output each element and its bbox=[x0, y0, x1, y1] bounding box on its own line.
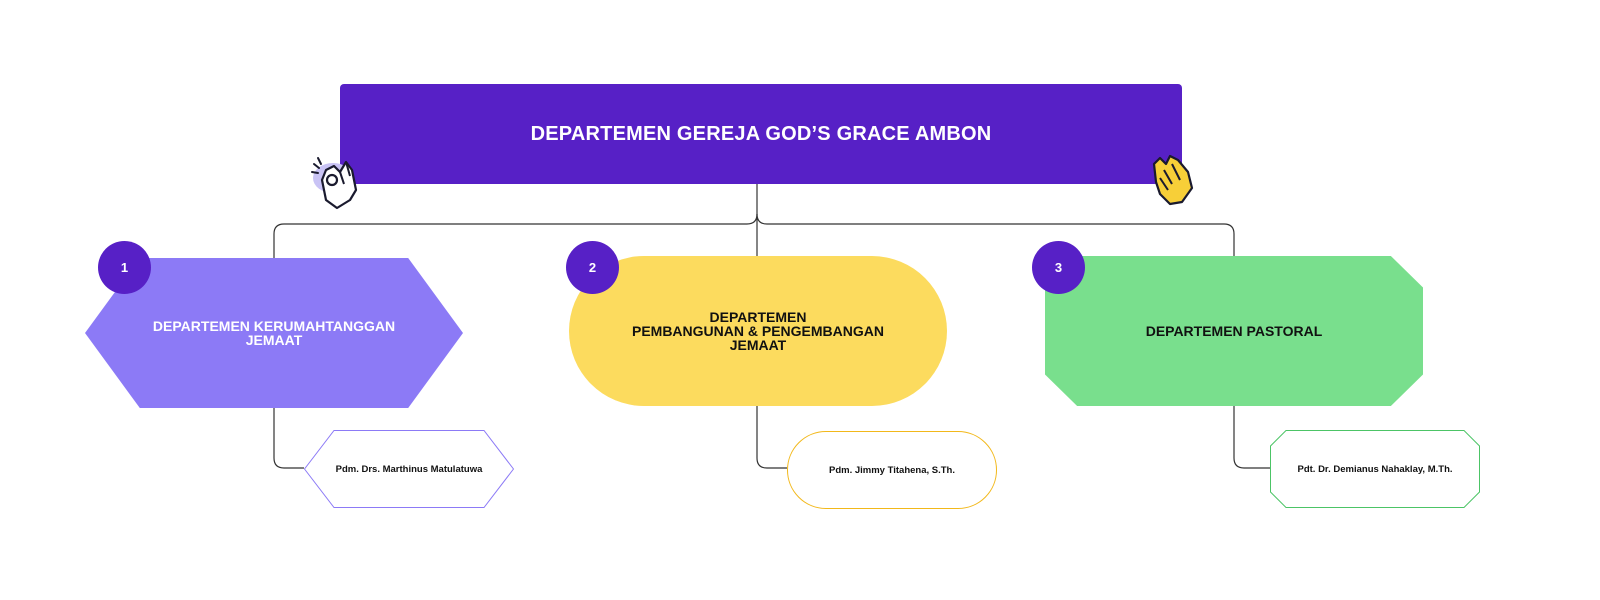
department-card-pastoral: DEPARTEMEN PASTORAL bbox=[1045, 256, 1423, 406]
clapping-hands-icon bbox=[1152, 154, 1194, 206]
leader-card-3: Pdt. Dr. Demianus Nahaklay, M.Th. bbox=[1270, 430, 1480, 508]
department-number-badge: 1 bbox=[98, 241, 151, 294]
leader-name: Pdm. Drs. Marthinus Matulatuwa bbox=[335, 463, 483, 475]
leader-name: Pdt. Dr. Demianus Nahaklay, M.Th. bbox=[1297, 463, 1453, 475]
ok-hand-icon bbox=[311, 157, 358, 210]
leader-card-outline bbox=[1270, 430, 1480, 508]
leader-card-outline bbox=[304, 430, 514, 508]
department-card-kerumahtanggan: DEPARTEMEN KERUMAHTANGGAN JEMAAT bbox=[85, 258, 463, 408]
department-number-badge: 3 bbox=[1032, 241, 1085, 294]
department-name: DEPARTEMEN KERUMAHTANGGAN JEMAAT bbox=[152, 318, 396, 348]
connector-person-1 bbox=[273, 408, 304, 469]
branch-left bbox=[273, 213, 758, 258]
leader-card-1: Pdm. Drs. Marthinus Matulatuwa bbox=[304, 430, 514, 508]
leader-name: Pdm. Jimmy Titahena, S.Th. bbox=[829, 464, 955, 476]
leader-card-2: Pdm. Jimmy Titahena, S.Th. bbox=[787, 431, 997, 509]
department-number-badge: 2 bbox=[566, 241, 619, 294]
branch-right bbox=[756, 213, 1235, 256]
department-card-pembangunan: DEPARTEMEN PEMBANGUNAN & PENGEMBANGAN JE… bbox=[569, 256, 947, 406]
department-name: DEPARTEMEN PEMBANGUNAN & PENGEMBANGAN JE… bbox=[631, 309, 884, 353]
department-name: DEPARTEMEN PASTORAL bbox=[1145, 323, 1323, 339]
page-title: DEPARTEMEN GEREJA GOD’S GRACE AMBON bbox=[340, 84, 1182, 184]
connector-person-2 bbox=[756, 406, 787, 469]
connector-person-3 bbox=[1233, 404, 1270, 469]
